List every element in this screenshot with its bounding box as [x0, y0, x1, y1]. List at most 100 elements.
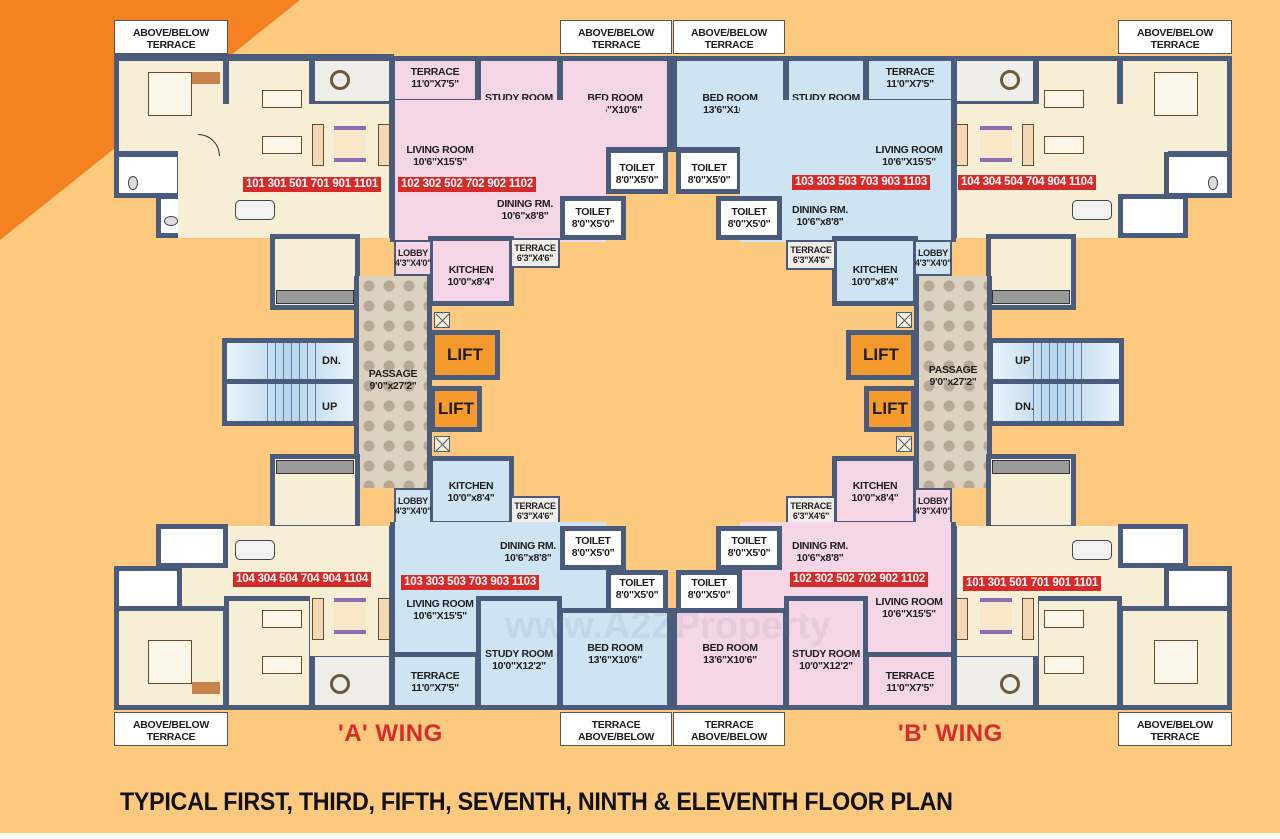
bathroom [1118, 194, 1188, 238]
kitchen-counter [992, 460, 1070, 474]
sofa-icon [956, 124, 968, 166]
stair-down-label: DN. [1015, 401, 1034, 413]
small-terrace [510, 496, 560, 526]
balcony [310, 56, 394, 106]
lobby [394, 488, 432, 524]
small-terrace [510, 238, 560, 268]
kitchen-counter [276, 290, 354, 304]
bedroom [672, 608, 788, 710]
stair-up-label: UP [1015, 355, 1031, 367]
kitchen-counter [992, 290, 1070, 304]
lift-2: LIFT [430, 386, 482, 432]
lobby [914, 488, 952, 524]
terrace-room [390, 652, 480, 710]
stair-landing [227, 379, 353, 384]
single-bed-icon [1044, 656, 1084, 674]
toilet [606, 148, 668, 194]
rug-icon [980, 126, 1012, 162]
watermark: www.A2ZProperty [505, 605, 831, 647]
flat-number-badge: 103 303 503 703 903 1103 [792, 175, 931, 190]
single-bed-icon [262, 136, 302, 154]
bottom-border [0, 833, 1280, 839]
single-bed-icon [1044, 136, 1084, 154]
toilet-icon [128, 176, 138, 190]
lift-1: LIFT [846, 330, 916, 380]
desk [192, 72, 220, 84]
sofa-icon [1022, 124, 1034, 166]
desk [192, 682, 220, 694]
terrace-room [864, 56, 956, 104]
small-terrace [786, 240, 836, 270]
dining-table-icon [1072, 540, 1112, 560]
bathroom [156, 524, 228, 568]
bathroom [114, 566, 182, 612]
toilet [560, 526, 626, 570]
flat-number-badge: 104 304 504 704 904 1104 [958, 175, 1097, 190]
single-bed-icon [262, 610, 302, 628]
lift-2: LIFT [864, 386, 916, 432]
lobby [394, 240, 432, 276]
wing-b-label: 'B' WING [898, 720, 1003, 747]
chairs-icon [330, 70, 350, 90]
stair-down-label: DN. [322, 355, 341, 367]
flat-number-badge: 104 304 504 704 904 1104 [233, 572, 372, 587]
bathroom [1118, 524, 1188, 568]
kitchen-counter [276, 460, 354, 474]
dining-room-label: DINING RM.10'6"x8'8" [792, 540, 848, 564]
balcony [952, 652, 1038, 710]
floor-plan-title: TYPICAL FIRST, THIRD, FIFTH, SEVENTH, NI… [120, 788, 953, 816]
sofa-icon [1022, 598, 1034, 640]
dining-room-label: DINING RM.10'6"x8'8" [497, 198, 553, 222]
dining-room-label: DINING RM.10'6"x8'8" [500, 540, 556, 564]
chairs-icon [330, 674, 350, 694]
sofa-icon [378, 598, 390, 640]
chairs-icon [1000, 674, 1020, 694]
sofa-icon [378, 124, 390, 166]
rug-icon [334, 598, 366, 634]
double-bed-icon [1154, 72, 1198, 116]
duct-icon [434, 436, 450, 452]
sofa-icon [312, 124, 324, 166]
balcony [310, 652, 394, 710]
dining-room-label: DINING RM.10'6"x8'8" [792, 204, 848, 228]
flat-number-badge: 103 303 503 703 903 1103 [401, 575, 540, 590]
flat-number-badge: 102 302 502 702 902 1102 [790, 572, 929, 587]
living-dining-area [178, 104, 394, 238]
toilet-icon [164, 216, 178, 226]
dining-table-icon [235, 200, 275, 220]
